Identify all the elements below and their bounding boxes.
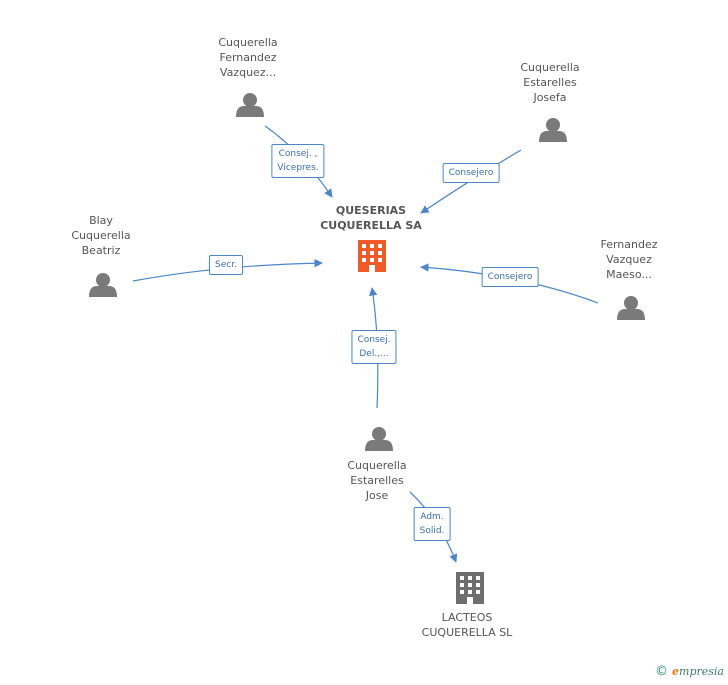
relation-label: Secr.: [209, 255, 243, 275]
footer-brand: © empresia: [655, 664, 724, 679]
main-company-building-icon[interactable]: [358, 240, 386, 272]
person-icon[interactable]: [236, 93, 264, 117]
relation-label: Consej. , Vicepres.: [271, 144, 325, 178]
relation-label: Consejero: [442, 163, 500, 183]
relation-label: Adm. Solid.: [413, 507, 451, 541]
company-building-icon[interactable]: [456, 572, 484, 604]
person-icon[interactable]: [89, 273, 117, 297]
person-icon[interactable]: [365, 427, 393, 451]
main-company-name[interactable]: QUESERIAS CUQUERELLA SA: [320, 204, 422, 232]
person-icon[interactable]: [617, 296, 645, 320]
company-name[interactable]: LACTEOS CUQUERELLA SL: [421, 611, 513, 639]
copyright-icon: ©: [655, 664, 669, 679]
relation-label: Consej. Del.,...: [351, 330, 397, 364]
person-name[interactable]: Blay Cuquerella Beatriz: [71, 214, 131, 257]
relation-label: Consejero: [481, 267, 539, 287]
person-name[interactable]: Fernandez Vazquez Maeso...: [600, 238, 658, 281]
person-icon[interactable]: [539, 118, 567, 142]
person-name[interactable]: Cuquerella Estarelles Jose: [347, 459, 407, 502]
person-name[interactable]: Cuquerella Fernandez Vazquez...: [218, 36, 278, 79]
brand-logo: empresia: [672, 665, 724, 678]
person-name[interactable]: Cuquerella Estarelles Josefa: [520, 61, 580, 104]
